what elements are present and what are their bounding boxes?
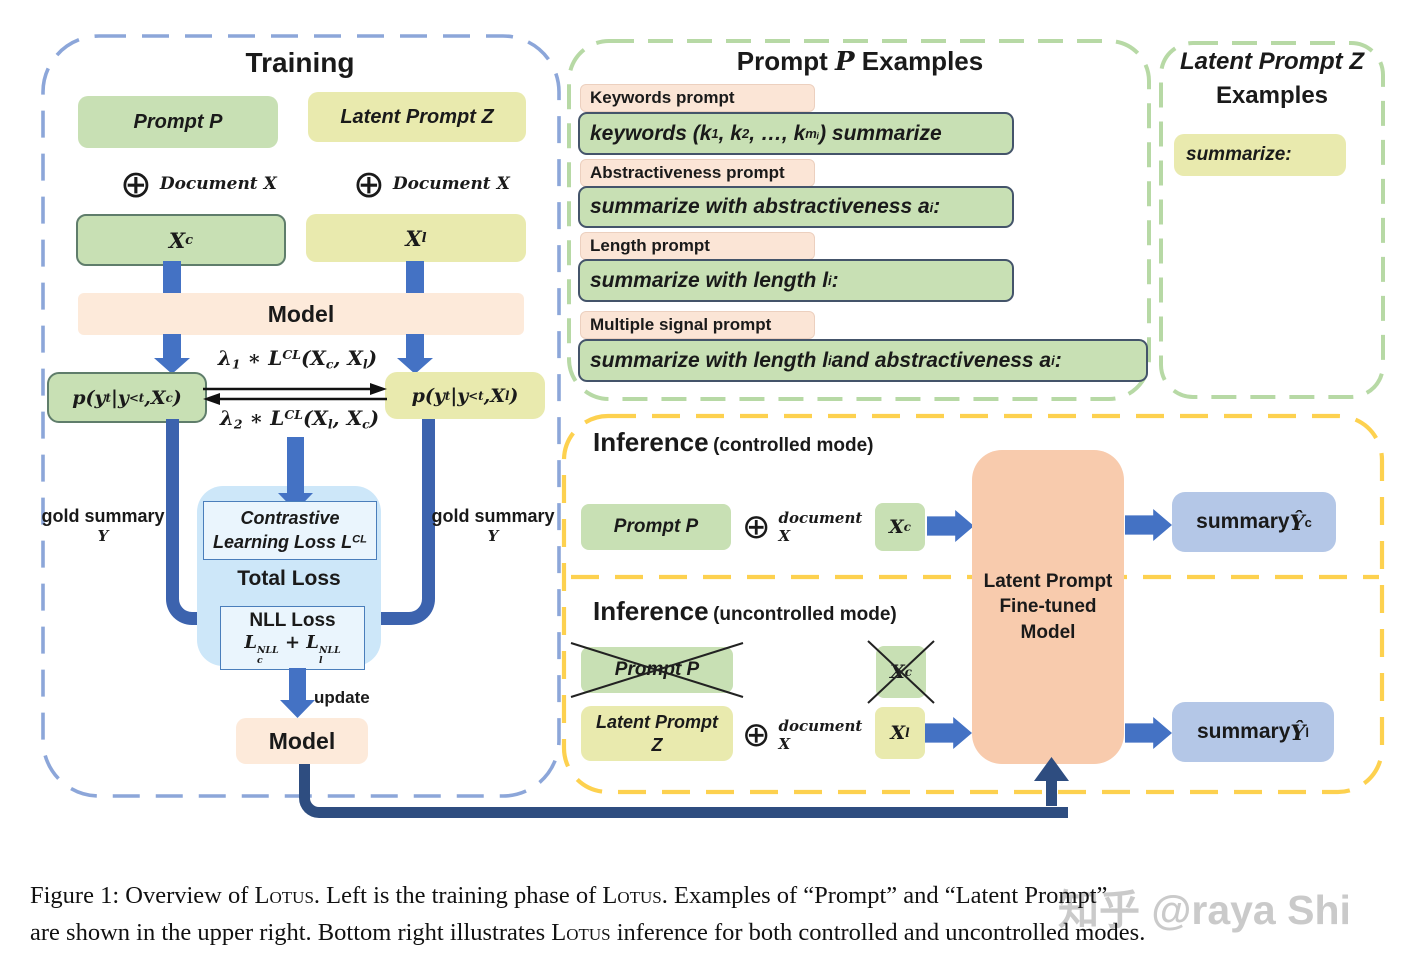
model-bar: Model <box>78 293 524 335</box>
prompt-p-box: Prompt P <box>78 96 278 148</box>
gold-summary-label: gold summary <box>431 506 555 526</box>
document-concat-uncontrolled: ⊕ document X <box>742 710 872 760</box>
caption-line1: Figure 1: Overview of Lotus. Left is the… <box>30 882 1108 909</box>
finetuned-model-box: Latent Prompt Fine-tuned Model <box>972 450 1124 764</box>
gold-y-label: Y <box>97 527 109 545</box>
contrastive-loss-box: Contrastive Learning Loss LCL <box>203 501 377 560</box>
nll-loss-title: NLL Loss <box>249 610 336 632</box>
gold-summary-left: gold summary Y <box>38 506 168 545</box>
prompt-example-tab: Keywords prompt <box>580 84 815 112</box>
lambda1-loss-label: λ1 ∗ LCL(Xc, Xl) <box>217 346 378 372</box>
model-feedback-line <box>299 764 1068 818</box>
prompt-p-inference-box: Prompt P <box>581 504 731 550</box>
summarize-example-box: summarize: <box>1174 134 1346 176</box>
arrow-model-to-pleft <box>163 334 181 360</box>
circle-plus-icon: ⊕ <box>120 162 152 206</box>
arrow-cl-down <box>287 437 304 495</box>
update-arrow <box>289 668 306 702</box>
document-concat-right: ⊕ Document X <box>353 162 533 206</box>
figure-caption: Figure 1: Overview of Lotus. Left is the… <box>30 878 1392 952</box>
latent-examples-panel-border <box>1159 41 1385 399</box>
circle-plus-icon: ⊕ <box>742 507 771 547</box>
document-concat-controlled: ⊕ document X <box>742 502 872 552</box>
latent-prompt-z-box: Latent Prompt Z <box>308 92 526 142</box>
latent-prompt-line2: Z <box>651 734 663 755</box>
lambda2-loss-label: λ2 ∗ LCL(Xl, Xc) <box>219 406 380 432</box>
document-x-label: Document X <box>159 174 277 194</box>
prompt-example-tab: Length prompt <box>580 232 815 260</box>
prompt-example-tab: Abstractiveness prompt <box>580 159 815 187</box>
caption-line2: are shown in the upper right. Bottom rig… <box>30 918 1146 946</box>
gold-summary-label: gold summary <box>41 506 165 526</box>
document-x-label: document X <box>778 717 863 753</box>
connector-pright-to-nll <box>364 419 435 625</box>
latent-prompt-z-inference-box: Latent Prompt Z <box>581 706 733 761</box>
latent-examples-title-line2: Examples <box>1215 82 1329 109</box>
latent-examples-title-line1: Latent Prompt Z <box>1180 48 1364 75</box>
update-label: update <box>314 688 370 707</box>
circle-plus-icon: ⊕ <box>353 162 385 206</box>
inference-uncontrolled-title: Inference (uncontrolled mode) <box>593 596 897 627</box>
arrow-model-to-pright <box>406 334 424 360</box>
prompt-examples-title: Prompt P Examples <box>736 46 984 77</box>
gold-y-label: Y <box>487 527 499 545</box>
contrastive-loss-line2: Learning Loss LCL <box>213 531 367 552</box>
document-x-label: Document X <box>392 174 510 194</box>
circle-plus-icon: ⊕ <box>742 715 771 755</box>
arrow-xl-to-model <box>406 261 424 294</box>
finetuned-model-line3: Model <box>1020 621 1076 643</box>
prompt-examples-panel-border <box>567 39 1151 401</box>
finetuned-model-line1: Latent Prompt <box>983 570 1113 592</box>
inference-mode-text: (uncontrolled mode) <box>713 604 897 625</box>
arrow-xc-to-model <box>163 261 181 294</box>
training-title: Training <box>245 47 355 78</box>
document-x-label: document X <box>778 509 863 545</box>
latent-prompt-line1: Latent Prompt <box>595 712 718 732</box>
finetuned-model-line2: Fine-tuned <box>999 596 1097 618</box>
model-updated-box: Model <box>236 718 368 764</box>
watermark: 知乎 @raya Shi <box>1058 887 1351 933</box>
document-concat-left: ⊕ Document X <box>120 162 300 206</box>
contrastive-loss-line1: Contrastive <box>240 508 340 529</box>
contrastive-double-arrow <box>203 383 387 405</box>
gold-summary-right: gold summary Y <box>428 506 558 545</box>
prompt-example-tab: Multiple signal prompt <box>580 311 815 339</box>
model-feedback-upturn <box>1046 779 1057 806</box>
inference-title-text: Inference <box>593 427 709 457</box>
total-loss-label: Total Loss <box>237 567 341 590</box>
inference-title-text: Inference <box>593 596 709 626</box>
inference-mode-text: (controlled mode) <box>713 435 874 456</box>
inference-controlled-title: Inference (controlled mode) <box>593 427 874 458</box>
